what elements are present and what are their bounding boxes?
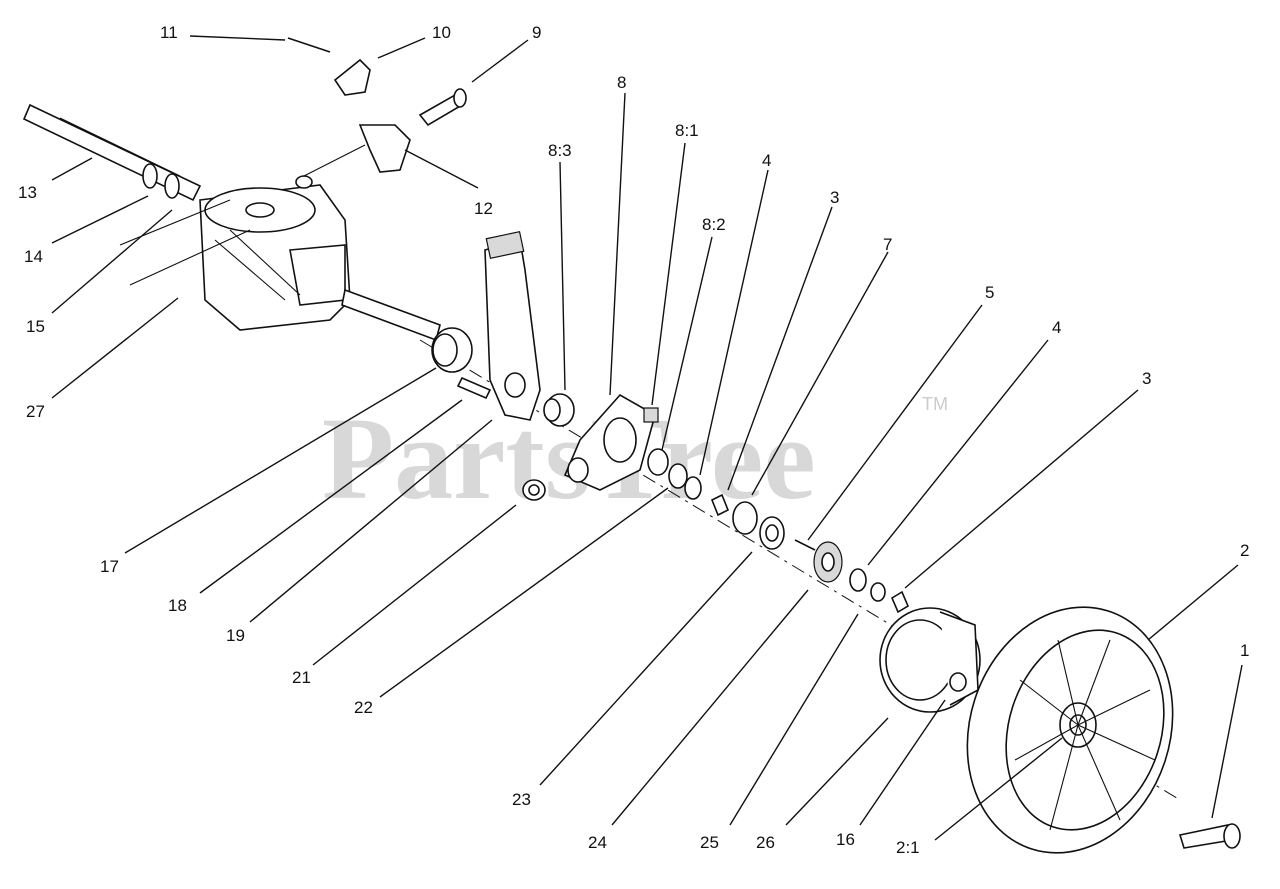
callout-8-1: 8:1 [675, 121, 699, 140]
washer-4a [684, 476, 702, 500]
callout-21: 21 [292, 668, 311, 687]
callout-14: 14 [24, 247, 43, 266]
washer-22 [668, 463, 688, 489]
callout-24: 24 [588, 833, 607, 852]
callout-10: 10 [432, 23, 451, 42]
knob-and-pin [287, 37, 371, 96]
callout-26: 26 [756, 833, 775, 852]
bushing-17 [431, 327, 473, 373]
callout-7: 7 [883, 235, 892, 254]
wheel-2 [966, 606, 1174, 854]
ring-7 [732, 501, 758, 535]
callout-25: 25 [700, 833, 719, 852]
callout-22: 22 [354, 698, 373, 717]
clip-3b [890, 590, 910, 614]
pivot-arm-8 [563, 393, 656, 491]
pin-5 [794, 539, 816, 551]
gear-24 [813, 541, 843, 583]
callout-18: 18 [168, 596, 187, 615]
transmission-housing [199, 184, 441, 342]
bushing-8-2 [647, 448, 669, 476]
callout-4-right: 4 [1052, 318, 1061, 337]
callout-labels: 11 10 9 8 8:3 8:1 8:2 4 3 7 5 4 3 2 1 12… [18, 23, 1249, 857]
callout-2: 2 [1240, 541, 1249, 560]
bearing-23 [759, 516, 785, 550]
callout-3-right: 3 [1142, 369, 1151, 388]
callout-4-top: 4 [762, 151, 771, 170]
callout-2-1: 2:1 [896, 838, 920, 857]
callout-9: 9 [532, 23, 541, 42]
watermark-trademark: TM [922, 394, 948, 414]
callout-8-3: 8:3 [548, 141, 572, 160]
callout-3-top: 3 [830, 188, 839, 207]
bolt-9 [418, 88, 467, 127]
callout-19: 19 [226, 626, 245, 645]
hub-cover-26 [879, 607, 981, 713]
clip-3a [710, 493, 730, 517]
washer-4b [849, 568, 867, 592]
callout-12: 12 [474, 199, 493, 218]
callout-27: 27 [26, 402, 45, 421]
callout-13: 13 [18, 183, 37, 202]
callout-8-2: 8:2 [702, 215, 726, 234]
leader-lines [51, 35, 1243, 841]
belt-lower [129, 229, 251, 286]
spacer-8-3 [543, 393, 575, 427]
bracket-12 [295, 124, 411, 189]
callout-5: 5 [985, 283, 994, 302]
callout-8: 8 [617, 73, 626, 92]
drive-shaft [22, 103, 202, 202]
callout-15: 15 [26, 317, 45, 336]
callout-16: 16 [836, 830, 855, 849]
callout-23: 23 [512, 790, 531, 809]
callout-1: 1 [1240, 641, 1249, 660]
screw-18 [456, 376, 492, 400]
callout-17: 17 [100, 557, 119, 576]
belt-upper [119, 199, 231, 246]
washer-25 [870, 582, 886, 602]
wheel-bolt-1 [1178, 823, 1241, 849]
height-adjuster-plate [484, 230, 541, 421]
spring-8-1 [643, 407, 659, 423]
callout-11: 11 [160, 23, 178, 42]
nut-21 [522, 479, 546, 501]
